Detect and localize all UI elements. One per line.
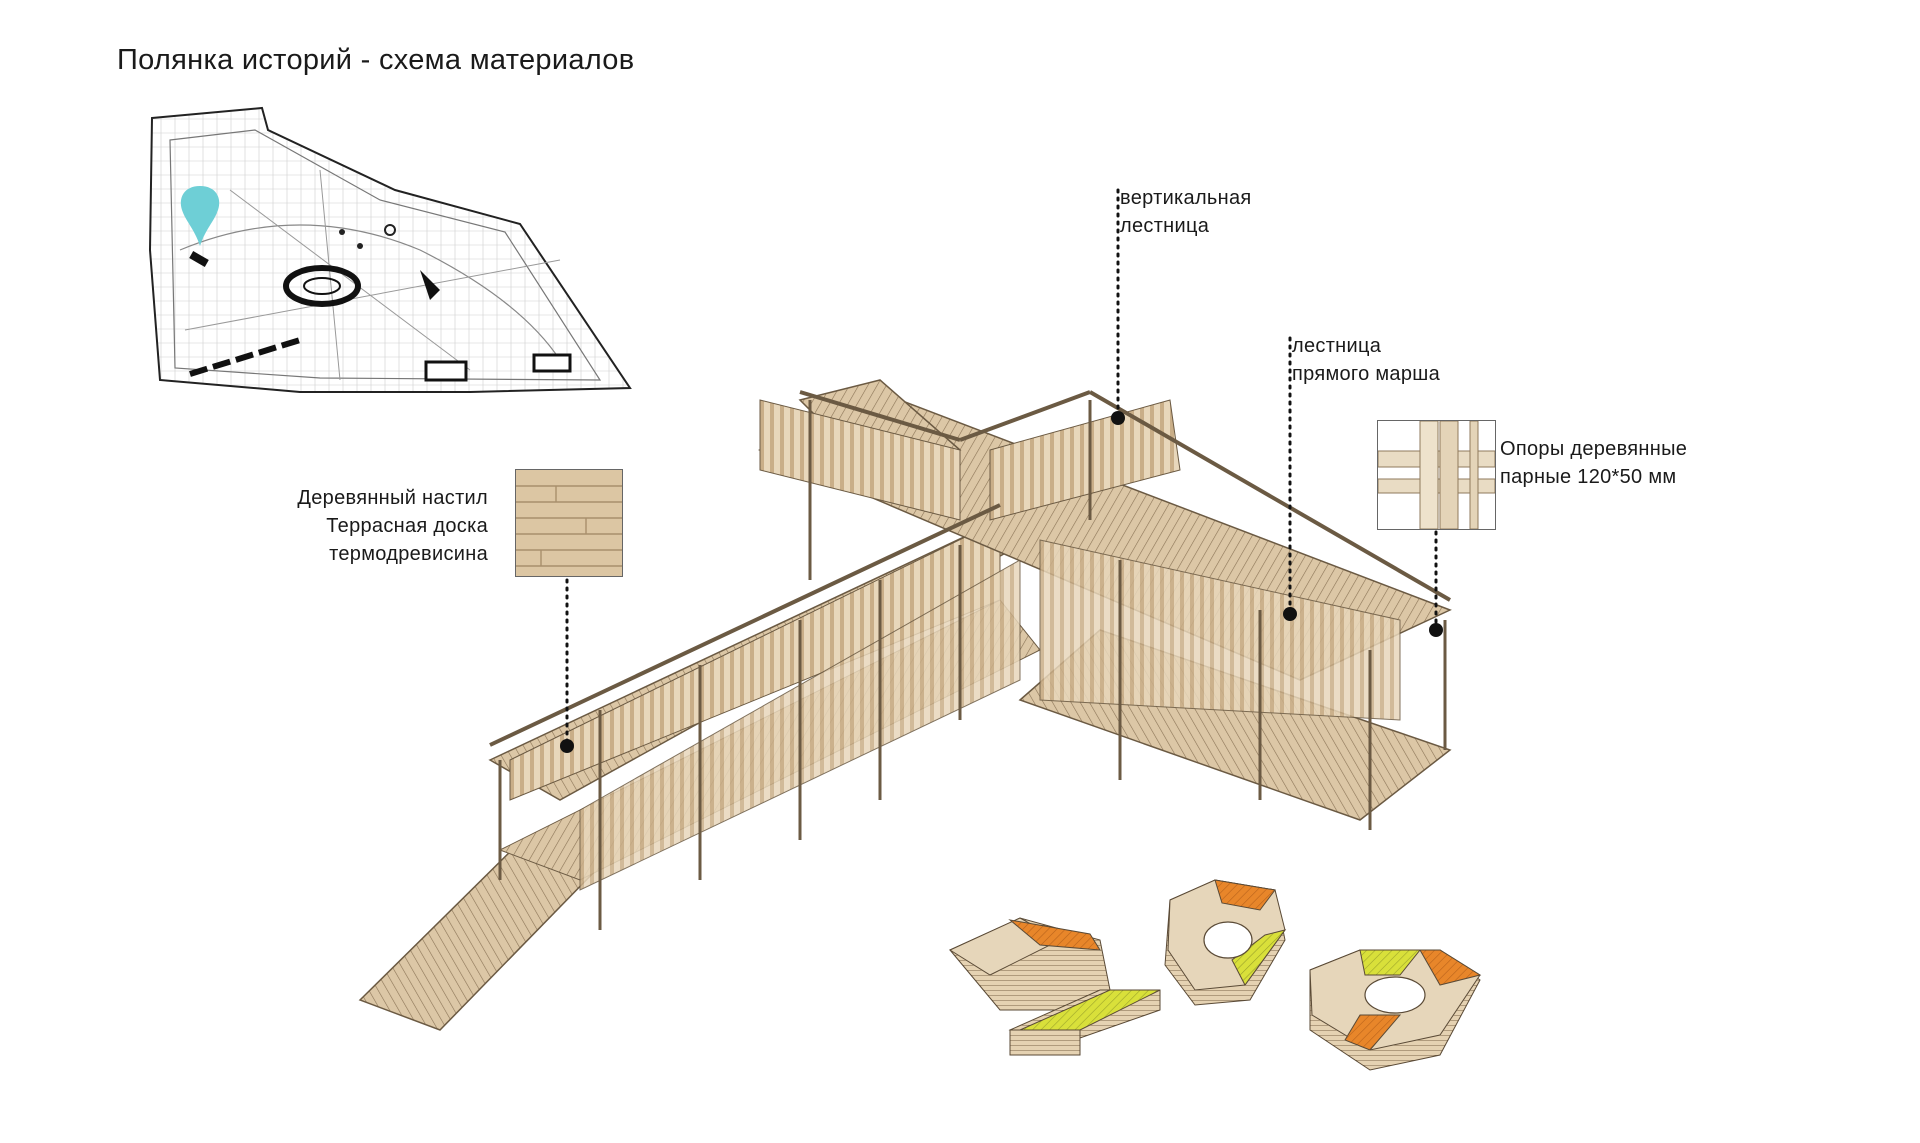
supports-line-1: Опоры деревянные [1500, 438, 1688, 460]
wooden-structure [358, 379, 1452, 1031]
sculpture-0-second [1309, 949, 1482, 1071]
decking-annotation: Деревянный настил Террасная доска термод… [297, 484, 488, 568]
page-title: Полянка историй - схема материалов [117, 44, 635, 76]
straight-stair-annotation: лестница прямого марша [1292, 332, 1440, 388]
sculpture-2 [948, 917, 1161, 1056]
vertical-stair-line-1: вертикальная [1120, 187, 1252, 209]
support-material-swatch [1377, 420, 1496, 530]
straight-stair-line-1: лестница [1292, 335, 1382, 357]
marker-straight-stair [1283, 607, 1297, 621]
marker-decking [560, 739, 574, 753]
decking-line-3: термодревисина [329, 543, 488, 565]
straight-stair-line-2: прямого марша [1292, 363, 1441, 385]
decking-line-2: Террасная доска [326, 515, 488, 537]
supports-annotation: Опоры деревянные парные 120*50 мм [1500, 435, 1687, 491]
vertical-stair-line-2: лестница [1120, 215, 1210, 237]
vertical-stair-annotation: вертикальная лестница [1120, 184, 1252, 240]
supports-line-2: парные 120*50 мм [1500, 466, 1677, 488]
location-pin-icon [180, 186, 220, 246]
decking-line-1: Деревянный настил [297, 487, 488, 509]
marker-vertical-stair [1111, 411, 1125, 425]
sculpture-0 [1164, 879, 1287, 1006]
site-plan-map [148, 106, 632, 393]
marker-supports [1429, 623, 1443, 637]
decking-material-swatch [515, 469, 623, 577]
